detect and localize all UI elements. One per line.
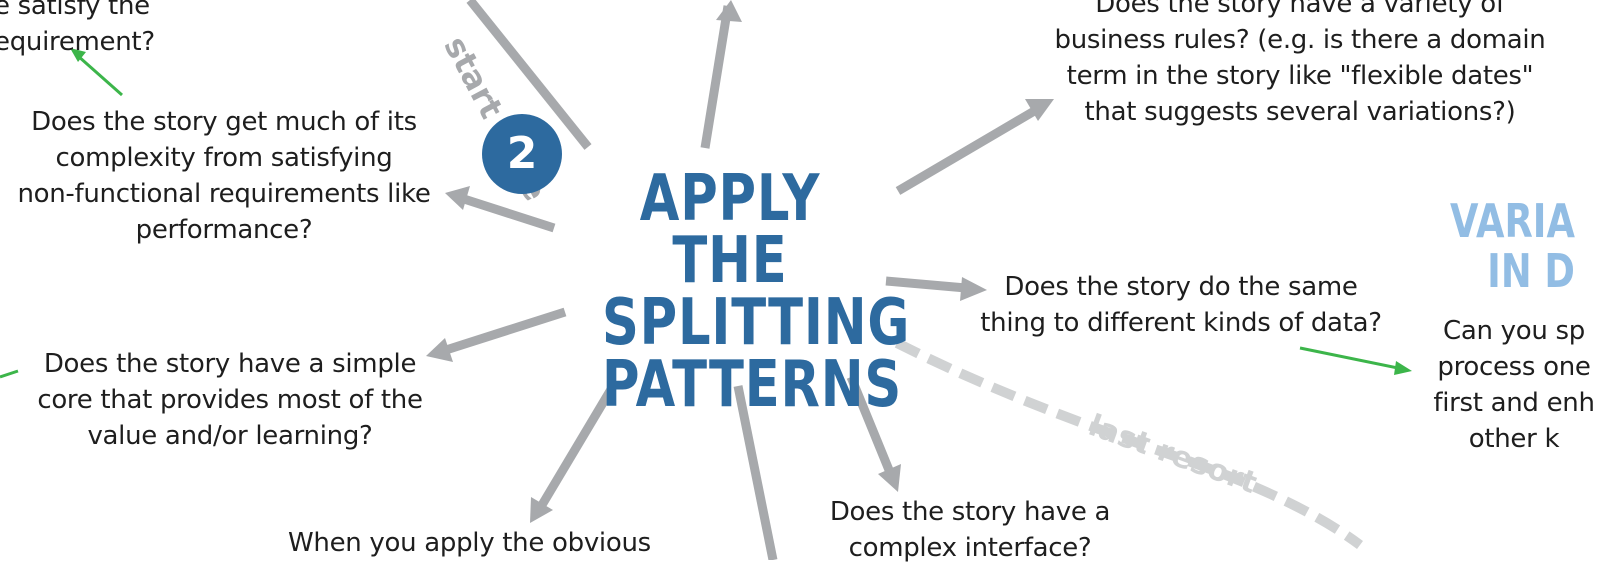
arrow-nonfunctional bbox=[462, 194, 556, 233]
question-nonfunctional: Does the story get much of its complexit… bbox=[17, 107, 431, 245]
arrow-simple-core bbox=[444, 307, 567, 355]
variations-title-partial: VARIA IN D bbox=[1450, 194, 1575, 298]
question-complex-interface: Does the story have a complex interface? bbox=[829, 497, 1111, 563]
green-arrow-top-left bbox=[77, 54, 123, 97]
step-number-badge: 2 bbox=[482, 114, 562, 194]
arrow-up-head bbox=[716, 0, 742, 22]
green-arrow-left-edge bbox=[0, 369, 19, 379]
arrow-nonfunctional-head bbox=[445, 186, 470, 210]
question-data-variations: Does the story do the same thing to diff… bbox=[980, 272, 1382, 338]
arrow-business-rules bbox=[895, 106, 1039, 195]
question-split-process-partial: Can you sp process one first and enh oth… bbox=[1433, 316, 1595, 454]
question-business-rules: Does the story have a variety of busines… bbox=[1054, 0, 1546, 127]
arrow-up bbox=[700, 5, 733, 149]
arrow-business-rules-head bbox=[1025, 99, 1054, 121]
arrow-simple-core-head bbox=[426, 338, 453, 362]
green-arrow-top-left-head bbox=[70, 48, 86, 62]
question-simple-core: Does the story have a simple core that p… bbox=[37, 349, 423, 451]
question-top-left-partial: e satisfy the equirement? bbox=[0, 0, 155, 57]
green-arrow-right-head bbox=[1394, 361, 1412, 375]
arrow-complex-interface-head bbox=[878, 464, 901, 492]
start-path-line bbox=[466, 0, 592, 150]
arrow-data-variations bbox=[885, 276, 967, 293]
arrow-down bbox=[733, 385, 778, 560]
green-arrow-right bbox=[1299, 346, 1399, 370]
arrow-data-variations-head bbox=[960, 277, 987, 301]
arrow-complex-interface bbox=[846, 375, 894, 472]
question-obvious-split: When you apply the obvious bbox=[288, 528, 651, 558]
arrow-obvious-split-head bbox=[530, 497, 553, 523]
arrow-obvious-split bbox=[538, 378, 620, 508]
central-title: APPLY THE SPLITTING PATTERNS bbox=[602, 162, 911, 422]
last-resort-dashed-path bbox=[894, 338, 1363, 550]
